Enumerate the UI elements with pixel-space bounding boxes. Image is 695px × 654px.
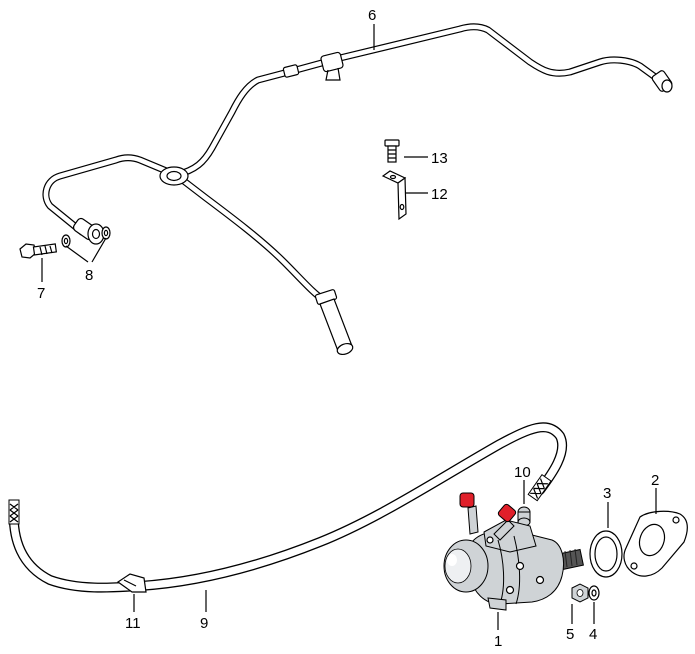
callout-9: 9 bbox=[200, 615, 208, 632]
callout-7: 7 bbox=[37, 285, 45, 302]
callout-10: 10 bbox=[514, 464, 531, 481]
pipe-clamp bbox=[282, 51, 344, 81]
callout-1: 1 bbox=[494, 633, 502, 650]
hose-end-mesh-left bbox=[8, 499, 20, 525]
callout-3: 3 bbox=[603, 485, 611, 502]
callout-8: 8 bbox=[85, 267, 93, 284]
callout-13: 13 bbox=[431, 150, 448, 167]
tee-junction bbox=[159, 166, 189, 186]
callout-11: 11 bbox=[125, 615, 141, 632]
hex-nut bbox=[571, 583, 589, 603]
red-cap-outlet bbox=[497, 503, 517, 523]
hose-clip bbox=[116, 573, 147, 593]
gasket-ring bbox=[589, 530, 623, 578]
leader-lines bbox=[41, 24, 657, 630]
callout-6: 6 bbox=[368, 7, 376, 24]
line-end-fitting-right bbox=[651, 70, 673, 93]
small-bolt bbox=[384, 139, 400, 163]
callout-4: 4 bbox=[589, 626, 597, 643]
red-cap-inlet bbox=[459, 492, 475, 508]
banjo-bolt bbox=[19, 243, 58, 259]
line-connector-lower bbox=[314, 289, 354, 356]
fuel-hose bbox=[8, 422, 568, 593]
callout-12: 12 bbox=[431, 186, 448, 203]
sealing-washers bbox=[61, 226, 111, 248]
callout-labels: 6 13 12 8 7 10 3 2 11 9 1 5 4 bbox=[37, 7, 659, 650]
callout-2: 2 bbox=[651, 472, 659, 489]
hose-end-mesh-right bbox=[527, 474, 552, 502]
banjo-fitting-left bbox=[72, 217, 105, 245]
flange-gasket bbox=[623, 510, 688, 577]
mounting-bracket bbox=[381, 170, 407, 221]
fuel-pump bbox=[443, 492, 584, 611]
spring-washer bbox=[588, 585, 600, 601]
fuel-line-pipe bbox=[42, 23, 666, 236]
callout-5: 5 bbox=[566, 626, 574, 643]
fuel-line-assembly bbox=[42, 23, 673, 356]
